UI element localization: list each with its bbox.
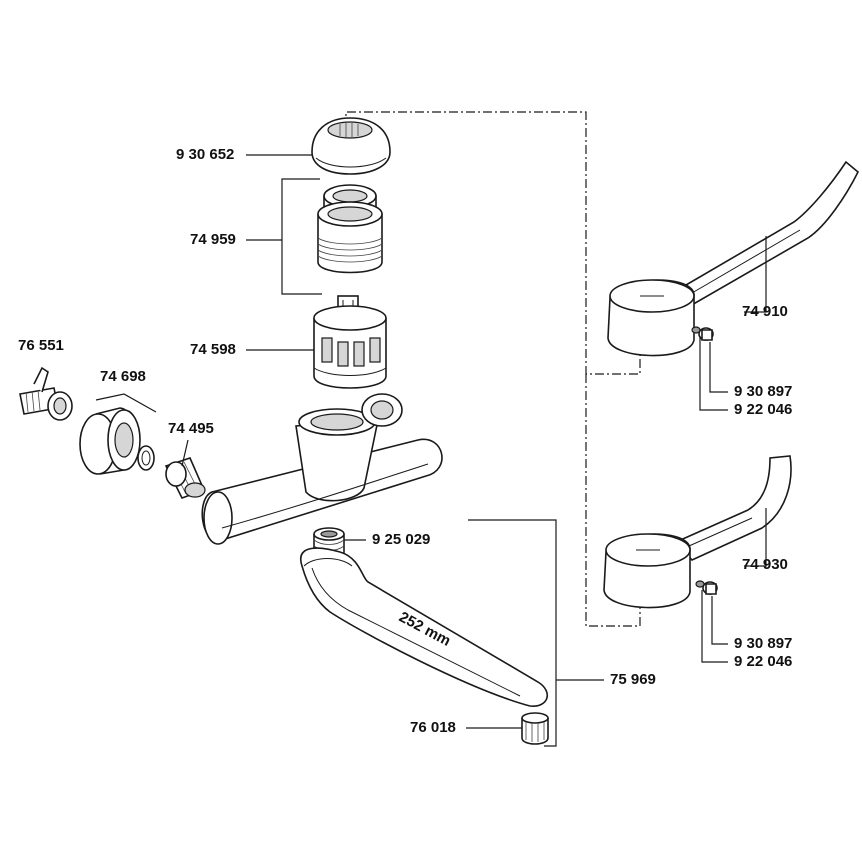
fitting-76-551 xyxy=(19,366,73,421)
bonnet-74-959 xyxy=(317,201,383,274)
label-9-30-897-upper: 9 30 897 xyxy=(734,383,793,400)
spout-75-969: 252 mm xyxy=(300,547,549,707)
lever-74-910 xyxy=(607,160,859,357)
bracket-74-959 xyxy=(281,178,322,295)
screw-9-30-897-lower xyxy=(702,581,718,595)
label-74-698: 74 698 xyxy=(100,368,146,385)
mixer-body xyxy=(201,393,443,545)
aerator-76-018 xyxy=(521,712,549,745)
label-74-495: 74 495 xyxy=(168,420,214,437)
lever-link-line-lower xyxy=(585,374,641,627)
bracket-75-969 xyxy=(468,519,557,747)
screw-9-22-046-upper xyxy=(691,326,701,334)
label-9-30-897-lower: 9 30 897 xyxy=(734,635,793,652)
label-9-25-029: 9 25 029 xyxy=(372,531,431,548)
label-9-22-046-lower: 9 22 046 xyxy=(734,653,793,670)
lever-74-930 xyxy=(603,455,792,609)
label-74-910: 74 910 xyxy=(742,303,788,320)
label-76-018: 76 018 xyxy=(410,719,456,736)
leader-9-22-046-upper xyxy=(699,336,728,411)
label-9-22-046-upper: 9 22 046 xyxy=(734,401,793,418)
label-75-969: 75 969 xyxy=(610,671,656,688)
cap-9-30-652 xyxy=(311,117,391,175)
label-76-551: 76 551 xyxy=(18,337,64,354)
leader-9-22-046-lower xyxy=(701,590,728,663)
lever-link-line-upper xyxy=(345,111,641,375)
adapter-74-495 xyxy=(164,457,206,499)
leader-74-910 xyxy=(744,236,767,313)
screw-9-22-046-lower xyxy=(695,580,705,588)
leader-9-30-897-upper xyxy=(709,342,728,393)
washer-74-698 xyxy=(137,445,155,471)
label-74-959: 74 959 xyxy=(190,231,236,248)
cartridge-74-598 xyxy=(313,295,387,389)
bracket-74-698 xyxy=(95,393,157,413)
leader-74-930 xyxy=(744,508,767,567)
leader-74-495 xyxy=(181,439,189,467)
label-74-930: 74 930 xyxy=(742,556,788,573)
label-9-30-652: 9 30 652 xyxy=(176,146,235,163)
screw-9-30-897-upper xyxy=(698,327,714,341)
leader-9-30-897-lower xyxy=(711,596,728,645)
rosette-74-698 xyxy=(79,407,141,475)
inlet-ring xyxy=(361,393,403,427)
label-74-598: 74 598 xyxy=(190,341,236,358)
